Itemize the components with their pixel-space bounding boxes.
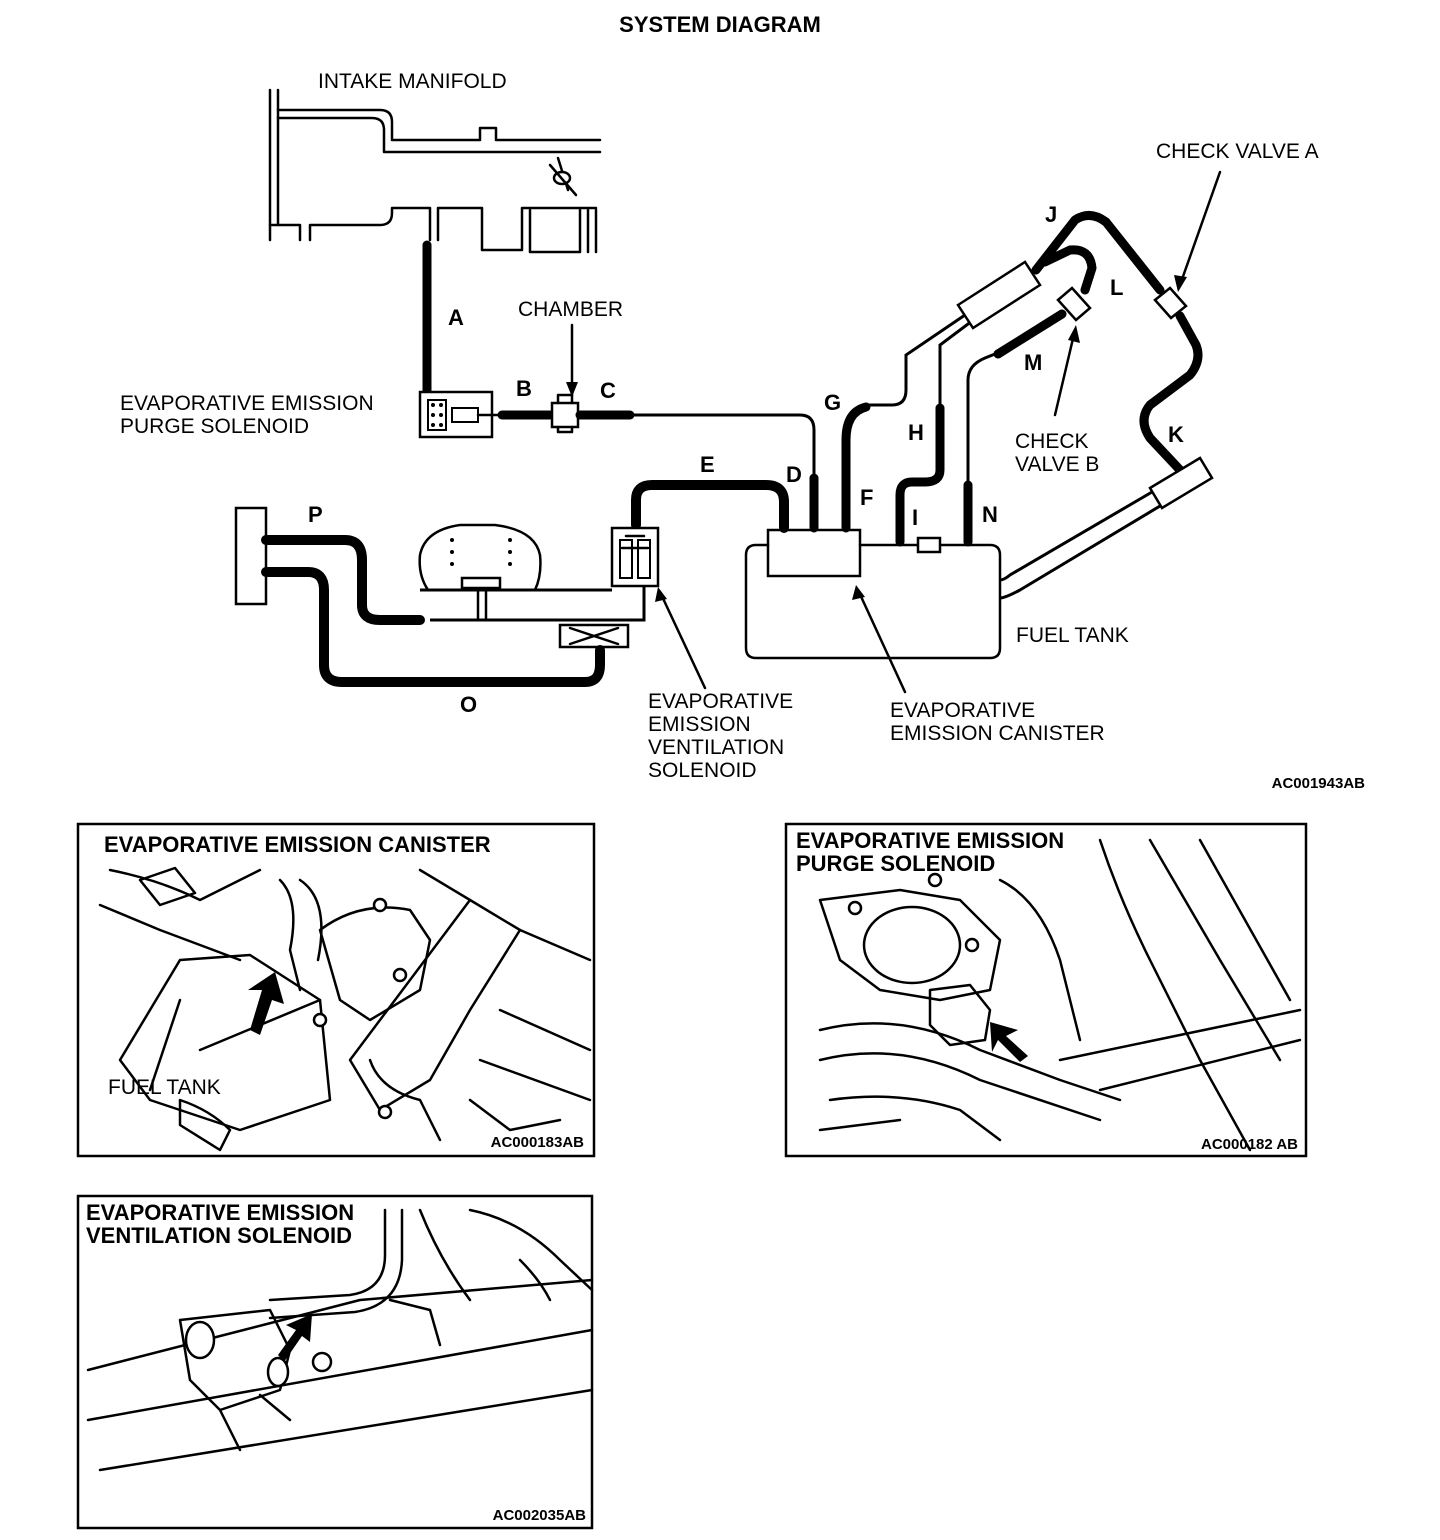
ventilation-solenoid: [610, 526, 660, 588]
canister-arrow-head: [852, 585, 865, 600]
panel-canister-code: AC000183AB: [491, 1134, 585, 1151]
intake-manifold: [268, 88, 602, 254]
inlet-box: [234, 506, 268, 606]
check-valve-b-label-1: CHECK: [1015, 430, 1089, 453]
purge-solenoid: [418, 390, 502, 439]
fuel-tank: [744, 543, 1002, 660]
purge-solenoid-label-2: PURGE SOLENOID: [120, 415, 309, 438]
hose-n-label: N: [982, 502, 998, 527]
line-chamber-canister: [630, 413, 816, 478]
hose-p: [261, 535, 425, 625]
hose-g: [841, 402, 871, 485]
ventilation-solenoid-arrow: [658, 590, 707, 690]
panel-purge-title-2: PURGE SOLENOID: [796, 851, 995, 876]
canister-arrow: [856, 588, 907, 694]
chamber-label: CHAMBER: [518, 298, 623, 321]
chamber: [550, 393, 580, 434]
hose-i-label: I: [912, 505, 918, 530]
panel-purge-code: AC000182 AB: [1201, 1136, 1298, 1153]
check-valve-a-arrow: [1178, 170, 1222, 287]
check-valve-b: [1056, 286, 1092, 322]
panel-ventilation: [76, 1194, 594, 1530]
check-valve-a-arrow-head: [1174, 275, 1187, 292]
diagram-title: SYSTEM DIAGRAM: [619, 12, 821, 37]
intake-manifold-label: INTAKE MANIFOLD: [318, 70, 507, 93]
figure-code: AC001943AB: [1272, 775, 1366, 792]
hose-e: [631, 480, 789, 533]
hose-b-label: B: [516, 376, 532, 401]
check-valve-b-label-2: VALVE B: [1015, 453, 1099, 476]
hose-m: [993, 309, 1067, 359]
check-valve-b-arrow-head: [1068, 325, 1080, 343]
hose-l-label: L: [1110, 275, 1123, 300]
ventilation-solenoid-arrow-head: [655, 587, 667, 602]
hose-p-label: P: [308, 502, 323, 527]
check-valve-a: [1153, 286, 1188, 320]
fuel-tank-valve: [916, 536, 942, 554]
canister-label-2: EMISSION CANISTER: [890, 722, 1105, 745]
hose-c-label: C: [600, 378, 616, 403]
hose-l: [1040, 245, 1097, 295]
ventilation-solenoid-label-1: EVAPORATIVE: [648, 690, 793, 713]
fuel-tank-label: FUEL TANK: [1016, 624, 1129, 647]
separator: [956, 260, 1042, 330]
canister-label-1: EVAPORATIVE: [890, 699, 1035, 722]
hose-k-label: K: [1168, 422, 1184, 447]
check-valve-b-arrow: [1053, 328, 1077, 417]
ventilation-solenoid-label-4: SOLENOID: [648, 759, 757, 782]
hose-k: [1139, 311, 1203, 475]
panel-canister-title: EVAPORATIVE EMISSION CANISTER: [104, 832, 491, 857]
hose-j-label: J: [1045, 202, 1057, 227]
panel-ventilation-title-2: VENTILATION SOLENOID: [86, 1223, 352, 1248]
hose-a-label: A: [448, 305, 464, 330]
panel-canister: [76, 822, 596, 1158]
hose-j: [1031, 211, 1165, 295]
panel-ventilation-title-1: EVAPORATIVE EMISSION: [86, 1200, 354, 1225]
hose-d-label: D: [786, 462, 802, 487]
hose-i: [895, 450, 945, 547]
chamber-arrow-head: [566, 382, 578, 397]
filler-pipe: [999, 490, 1161, 600]
canister: [766, 528, 862, 578]
hose-h-label: H: [908, 420, 924, 445]
line-g-upper: [866, 313, 966, 407]
panel-canister-fuel-tank: FUEL TANK: [108, 1076, 221, 1099]
hose-m-label: M: [1024, 350, 1042, 375]
ventilation-solenoid-label-2: EMISSION: [648, 713, 751, 736]
hose-o-label: O: [460, 692, 477, 717]
panel-ventilation-code: AC002035AB: [493, 1507, 587, 1524]
air-filter: [418, 523, 646, 649]
panel-purge-title-1: EVAPORATIVE EMISSION: [796, 828, 1064, 853]
filler-neck: [1148, 456, 1214, 510]
line-n-upper: [966, 350, 1001, 485]
ventilation-solenoid-label-3: VENTILATION: [648, 736, 784, 759]
check-valve-a-label: CHECK VALVE A: [1156, 140, 1319, 163]
panel-purge: [784, 822, 1308, 1158]
hose-g-label: G: [824, 390, 841, 415]
hose-e-label: E: [700, 452, 715, 477]
purge-solenoid-label-1: EVAPORATIVE EMISSION: [120, 392, 374, 415]
hose-o: [261, 567, 605, 687]
hose-f-label: F: [860, 485, 873, 510]
